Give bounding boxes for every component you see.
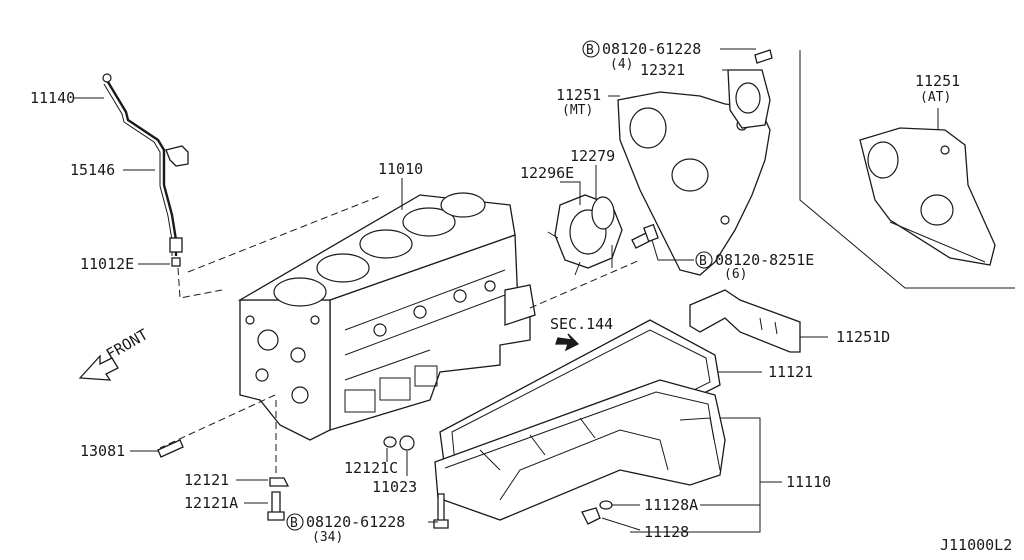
guide-block-to-rear-seal (529, 259, 641, 309)
dipstick-bracket (165, 145, 189, 167)
rear-plate-at (859, 127, 996, 266)
leader-11110-bracket (630, 417, 761, 533)
gasket-12321 (727, 49, 773, 129)
label-12279[interactable]: 12279 (570, 147, 615, 165)
label-12121[interactable]: 12121 (184, 471, 229, 489)
bolt-symbol-circle (582, 40, 600, 58)
plug-13081 (157, 439, 184, 458)
cylinder-block (237, 192, 536, 441)
dipstick-assembly (102, 73, 189, 267)
label-12321[interactable]: 12321 (640, 61, 685, 79)
bolt-code: 08120-8251E (715, 251, 814, 269)
callout-bolt-bottom[interactable]: B 08120-61228 (34) (286, 513, 405, 545)
bolt-symbol: B (699, 254, 707, 269)
label-11010[interactable]: 11010 (378, 160, 423, 178)
label-11251-mt-variant: (MT) (562, 103, 593, 118)
plug-11023 (399, 435, 415, 451)
label-11121[interactable]: 11121 (768, 363, 813, 381)
cylinder-bore-3 (359, 229, 413, 259)
at-section-divider (799, 50, 1015, 289)
guide-block-to-13081 (159, 394, 276, 449)
diagram-code: J11000L2 (940, 536, 1012, 554)
label-13081[interactable]: 13081 (80, 442, 125, 460)
front-direction-arrow (78, 354, 119, 381)
bolt-qty: (34) (312, 530, 343, 545)
bolt-symbol: B (290, 516, 298, 531)
cylinder-bore-4 (402, 207, 456, 237)
label-11012e[interactable]: 11012E (80, 255, 134, 273)
label-12121a[interactable]: 12121A (184, 494, 238, 512)
label-11251-at-variant: (AT) (920, 90, 951, 105)
bolt-12121a (267, 491, 285, 521)
bolt-qty: (4) (610, 57, 633, 72)
bolt-code: 08120-61228 (602, 40, 701, 58)
label-11128[interactable]: 11128 (644, 523, 689, 541)
baffle-11251d (689, 289, 801, 353)
oil-pan-11110 (434, 379, 726, 521)
label-11251d[interactable]: 11251D (836, 328, 890, 346)
label-11128a[interactable]: 11128A (644, 496, 698, 514)
leader-bolt-mid (651, 239, 694, 261)
leader-12296e (560, 181, 581, 205)
cylinder-bore-2 (316, 253, 370, 283)
drain-washer-11128a (599, 500, 613, 510)
label-11110[interactable]: 11110 (786, 473, 831, 491)
callout-bolt-top[interactable]: B 08120-61228 (4) (582, 40, 701, 72)
label-11251-mt[interactable]: 11251 (556, 86, 601, 104)
rear-oil-seal-12279 (591, 196, 615, 230)
guide-dipstick-to-block (177, 267, 223, 299)
dipstick-tube (106, 81, 178, 256)
label-12296e[interactable]: 12296E (520, 164, 574, 182)
label-11140[interactable]: 11140 (30, 89, 75, 107)
dipstick-tube-end (169, 237, 183, 253)
block-rear-flange (504, 284, 536, 326)
bolt-symbol-circle (695, 251, 713, 269)
label-front: FRONT (103, 325, 151, 363)
cylinder-bore-5 (440, 192, 486, 218)
oil-pan-bolt (433, 493, 449, 529)
sec144-arrow (555, 333, 580, 352)
label-15146[interactable]: 15146 (70, 161, 115, 179)
label-11251-at[interactable]: 11251 (915, 72, 960, 90)
label-sec144[interactable]: SEC.144 (550, 315, 613, 333)
rear-plate-mt (617, 91, 771, 276)
o-ring-11012e (171, 257, 181, 267)
label-11023[interactable]: 11023 (372, 478, 417, 496)
bolt-12121 (269, 477, 290, 487)
bolt-top-head (754, 49, 773, 64)
bolt-symbol-circle (286, 513, 304, 531)
dipstick-handle-ring (102, 73, 112, 83)
bolt-code: 08120-61228 (306, 513, 405, 531)
label-12121c[interactable]: 12121C (344, 459, 398, 477)
rear-oil-seal-assembly (547, 194, 659, 276)
guide-dipstick-upper (187, 195, 381, 273)
callout-bolt-mid[interactable]: B 08120-8251E (6) (695, 251, 814, 282)
cylinder-bore-1 (273, 277, 327, 307)
bolt-qty: (6) (724, 267, 747, 282)
drain-plug-11128 (581, 507, 601, 525)
bolt-symbol: B (586, 43, 594, 58)
plug-12121c (383, 436, 397, 448)
leader-11128 (601, 517, 641, 531)
